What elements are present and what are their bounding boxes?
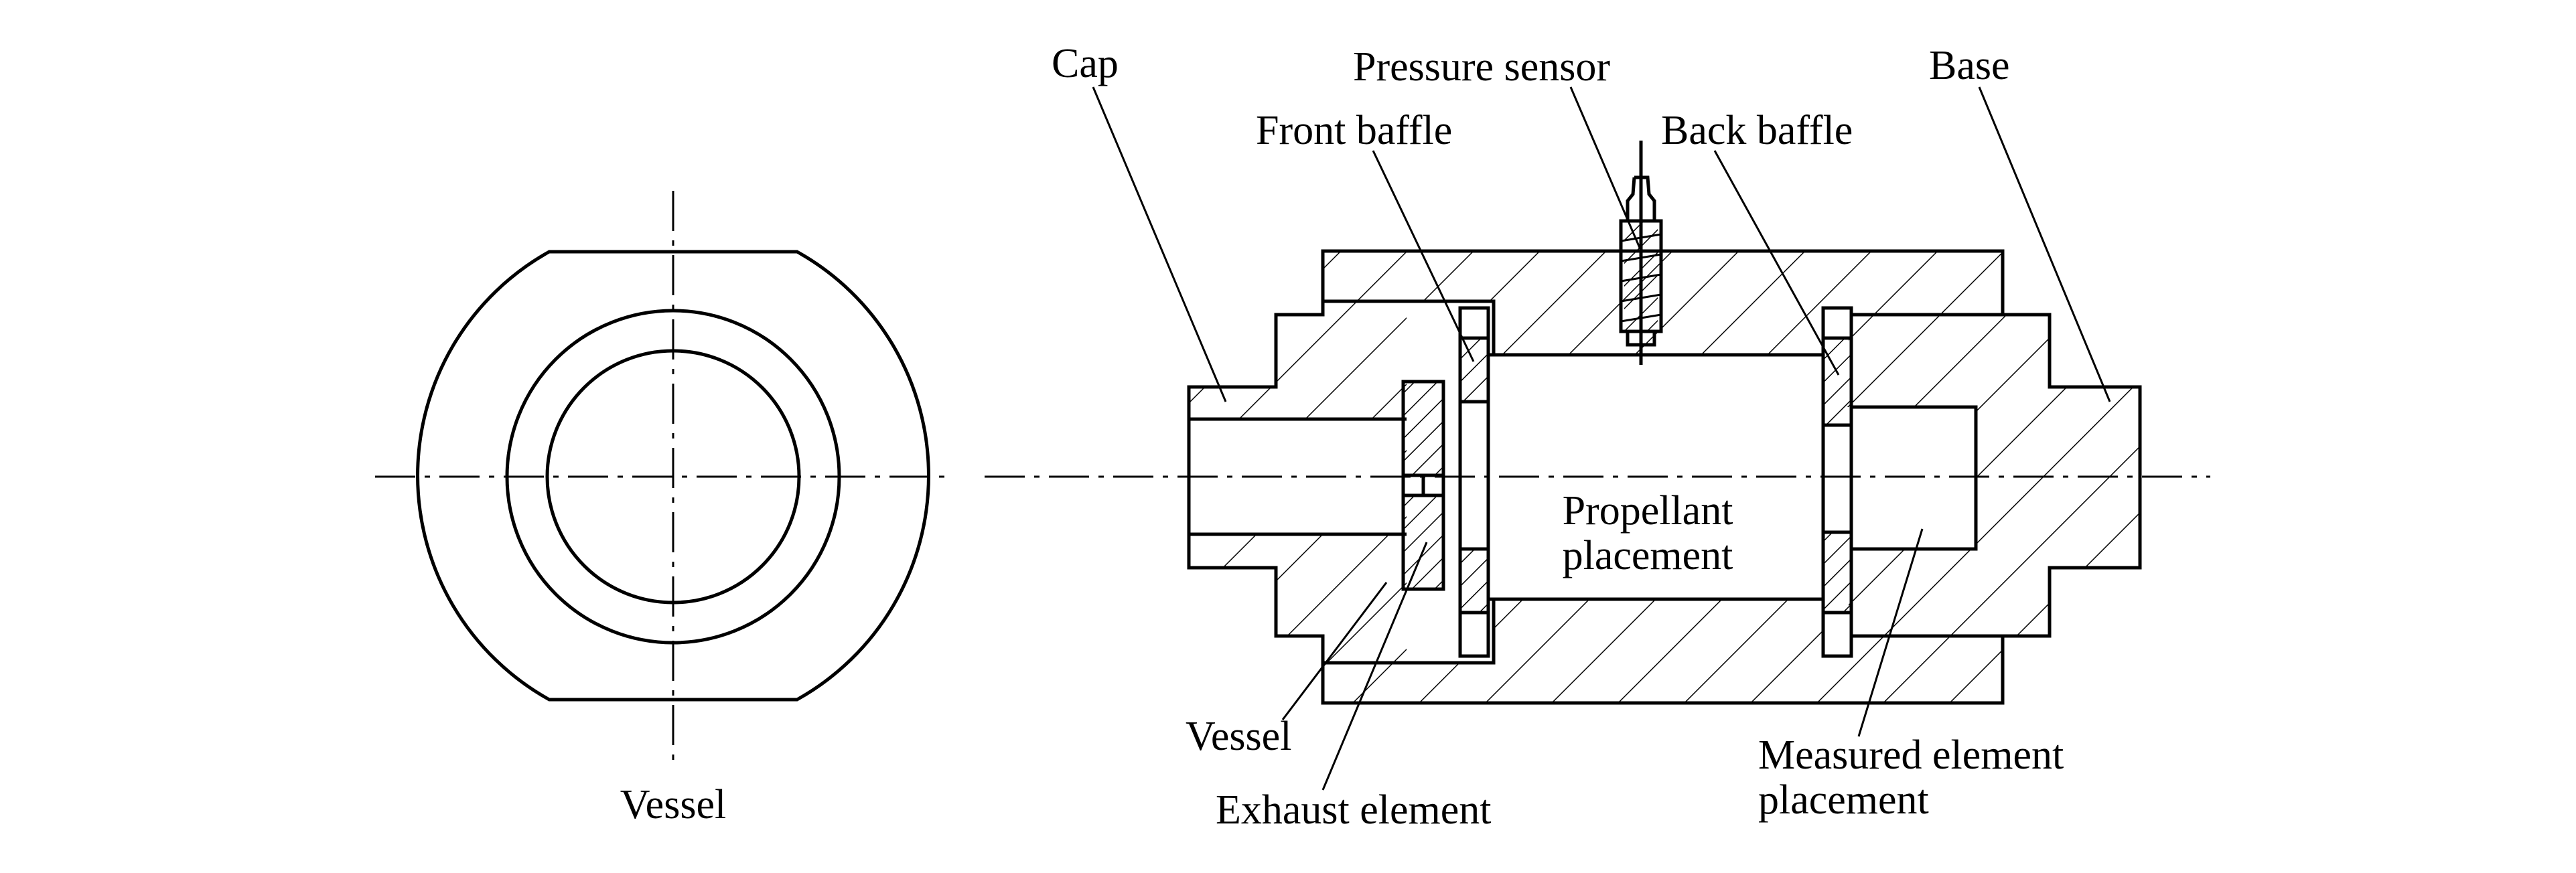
vessel-bottom-wall	[1323, 599, 2003, 703]
label-pressure-sensor: Pressure sensor	[1353, 44, 1610, 90]
cap-vessel-joint	[1323, 299, 1496, 665]
exhaust-element	[1403, 382, 1443, 475]
cap-leader	[1092, 86, 1227, 402]
base-leader	[1978, 86, 2111, 402]
exhaust-element-outline	[1401, 380, 1445, 591]
section-view	[985, 141, 2210, 705]
label-vessel-section: Vessel	[1186, 714, 1291, 759]
section-outer-outline	[1187, 249, 2142, 705]
front-baffle-lower	[1460, 549, 1488, 613]
pressure-sensor	[1619, 141, 1663, 365]
front-view	[375, 191, 951, 763]
exhaust-element-leader	[1321, 542, 1428, 791]
exhaust-element-lower	[1403, 495, 1443, 589]
label-cap: Cap	[1052, 41, 1119, 86]
label-back-baffle: Back baffle	[1661, 108, 1853, 153]
base-body	[1842, 301, 2140, 663]
label-propellant-line1: Propellant	[1563, 488, 1733, 534]
label-front-baffle: Front baffle	[1256, 108, 1452, 153]
label-measured-line2: placement	[1758, 777, 1929, 823]
measured-element-leader	[1857, 528, 1924, 737]
measured-element-cavity	[1851, 405, 1978, 551]
front-baffle-upper	[1460, 338, 1488, 402]
back-baffle-leader	[1713, 150, 1840, 376]
vessel-section-leader	[1281, 582, 1388, 720]
label-exhaust-element: Exhaust element	[1216, 787, 1491, 833]
back-baffle-outline	[1821, 306, 1853, 658]
leader-lines	[1092, 86, 2111, 791]
propellant-chamber	[1488, 353, 1823, 601]
back-baffle-lower	[1823, 532, 1851, 613]
front-baffle-outline	[1458, 306, 1490, 658]
label-base: Base	[1929, 43, 2010, 88]
back-baffle-upper	[1823, 338, 1851, 425]
front-view-outer-body	[416, 250, 930, 702]
label-propellant-line2: placement	[1563, 533, 1733, 578]
front-baffle-leader	[1372, 150, 1475, 362]
label-measured-line1: Measured element	[1758, 732, 2064, 778]
cap-body	[1189, 301, 1407, 663]
cap-bore	[1189, 417, 1407, 536]
base-joint	[1851, 313, 2003, 638]
pressure-sensor-leader	[1569, 86, 1641, 248]
label-vessel-front-view: Vessel	[620, 782, 726, 827]
